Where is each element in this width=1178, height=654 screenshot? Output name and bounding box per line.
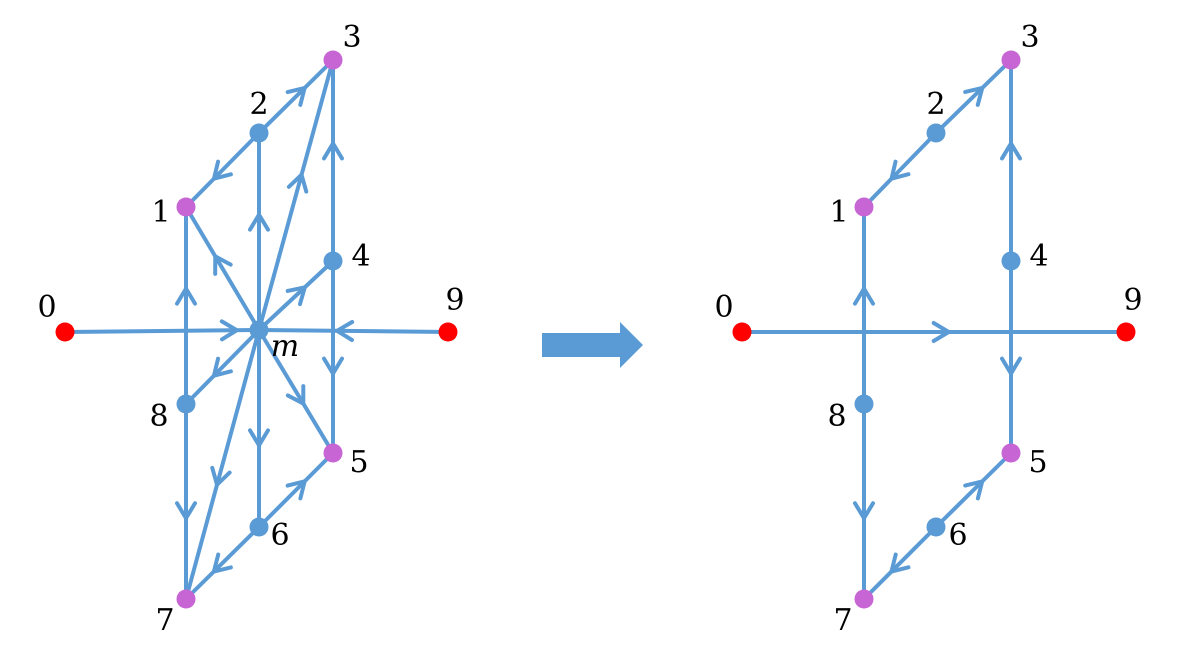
edge-2-3 xyxy=(257,58,335,135)
edge-m-1 xyxy=(184,205,261,332)
node-label-4: 4 xyxy=(1029,239,1048,274)
node-label-2: 2 xyxy=(249,87,268,122)
node-label-5: 5 xyxy=(1028,445,1047,480)
edge-arrowhead-m-5 xyxy=(285,384,306,406)
edge-arrowhead-8-1 xyxy=(853,286,875,306)
node-7 xyxy=(854,589,874,609)
edge-arrowhead-4-3 xyxy=(322,141,344,161)
edge-2-1 xyxy=(862,131,938,209)
node-7 xyxy=(176,589,196,609)
edge-0-m xyxy=(63,328,261,334)
edge-arrowhead-0-9 xyxy=(931,321,951,343)
edge-9-m xyxy=(257,328,450,334)
node-label-0: 0 xyxy=(37,290,56,325)
edge-arrowhead-m-4 xyxy=(285,285,307,307)
node-label-2: 2 xyxy=(926,87,945,122)
edge-arrowhead-6-7 xyxy=(211,552,233,574)
right-arrow-icon xyxy=(542,322,643,368)
node-label-5: 5 xyxy=(349,445,368,480)
edge-m-3 xyxy=(257,58,335,332)
node-2 xyxy=(926,123,946,143)
node-2 xyxy=(249,123,269,143)
node-4 xyxy=(323,251,343,271)
edge-arrowhead-2-1 xyxy=(211,159,233,181)
edge-arrowhead-2-3 xyxy=(285,85,307,107)
node-0 xyxy=(55,322,75,342)
node-1 xyxy=(854,197,874,217)
edge-arrowhead-8-7 xyxy=(853,501,875,521)
node-label-8: 8 xyxy=(827,399,846,434)
edge-2-3 xyxy=(934,58,1013,135)
right-graph: 0 1 2 3 4 5 6 7 8 9 xyxy=(714,20,1142,638)
edge-arrowhead-4-5 xyxy=(1000,356,1022,376)
edge-arrowhead-4-5 xyxy=(322,356,344,376)
left-graph: 0 1 2 3 4 5 6 7 8 9 m xyxy=(37,20,464,638)
edge-m-8 xyxy=(184,328,261,406)
edge-6-7 xyxy=(862,525,938,601)
edge-arrowhead-m-8 xyxy=(211,356,233,378)
node-label-1: 1 xyxy=(829,195,848,230)
edge-arrowhead-2-3 xyxy=(963,85,985,107)
edge-arrowhead-m-7 xyxy=(210,465,232,487)
edge-2-1 xyxy=(184,131,261,209)
edge-arrowhead-8-1 xyxy=(175,286,197,306)
node-label-3: 3 xyxy=(1020,20,1039,55)
edge-arrowhead-2-1 xyxy=(889,159,911,181)
edge-6-7 xyxy=(184,525,261,601)
edge-6-5 xyxy=(934,451,1013,529)
edge-arrowhead-4-3 xyxy=(1000,141,1022,161)
edge-arrowhead-6-7 xyxy=(889,552,911,574)
node-label-3: 3 xyxy=(342,20,361,55)
node-9 xyxy=(438,322,458,342)
node-5 xyxy=(323,443,343,463)
node-8 xyxy=(176,394,196,414)
node-label-8: 8 xyxy=(149,399,168,434)
edge-arrowhead-8-7 xyxy=(175,501,197,521)
node-8 xyxy=(854,394,874,414)
node-5 xyxy=(1001,443,1021,463)
edge-arrowhead-m-3 xyxy=(286,172,309,194)
edge-arrowhead-m-2 xyxy=(248,212,270,232)
node-6 xyxy=(249,517,269,537)
node-label-4: 4 xyxy=(351,239,370,274)
node-9 xyxy=(1116,322,1136,342)
node-label-7: 7 xyxy=(155,603,174,638)
edge-arrowhead-0-m xyxy=(219,319,239,342)
edge-arrowhead-m-1 xyxy=(213,254,233,276)
node-m xyxy=(249,320,269,340)
edge-arrowhead-m-6 xyxy=(248,428,270,448)
node-3 xyxy=(323,50,343,70)
node-4 xyxy=(1001,251,1021,271)
node-label-9: 9 xyxy=(1123,283,1142,318)
edge-6-5 xyxy=(257,451,335,529)
node-1 xyxy=(176,197,196,217)
edge-arrowhead-9-m xyxy=(335,319,355,342)
node-label-0: 0 xyxy=(714,290,733,325)
node-label-7: 7 xyxy=(833,603,852,638)
node-label-9: 9 xyxy=(445,283,464,318)
edge-arrowhead-6-5 xyxy=(285,479,307,501)
edge-m-4 xyxy=(257,259,335,332)
node-3 xyxy=(1001,50,1021,70)
node-label-m: m xyxy=(271,329,299,364)
node-6 xyxy=(926,517,946,537)
edge-m-7 xyxy=(184,328,261,601)
edge-arrowhead-6-5 xyxy=(963,479,985,501)
node-0 xyxy=(732,322,752,342)
edge-m-5 xyxy=(257,328,335,455)
node-label-1: 1 xyxy=(151,195,170,230)
node-label-6: 6 xyxy=(948,518,967,553)
node-label-6: 6 xyxy=(270,518,289,553)
